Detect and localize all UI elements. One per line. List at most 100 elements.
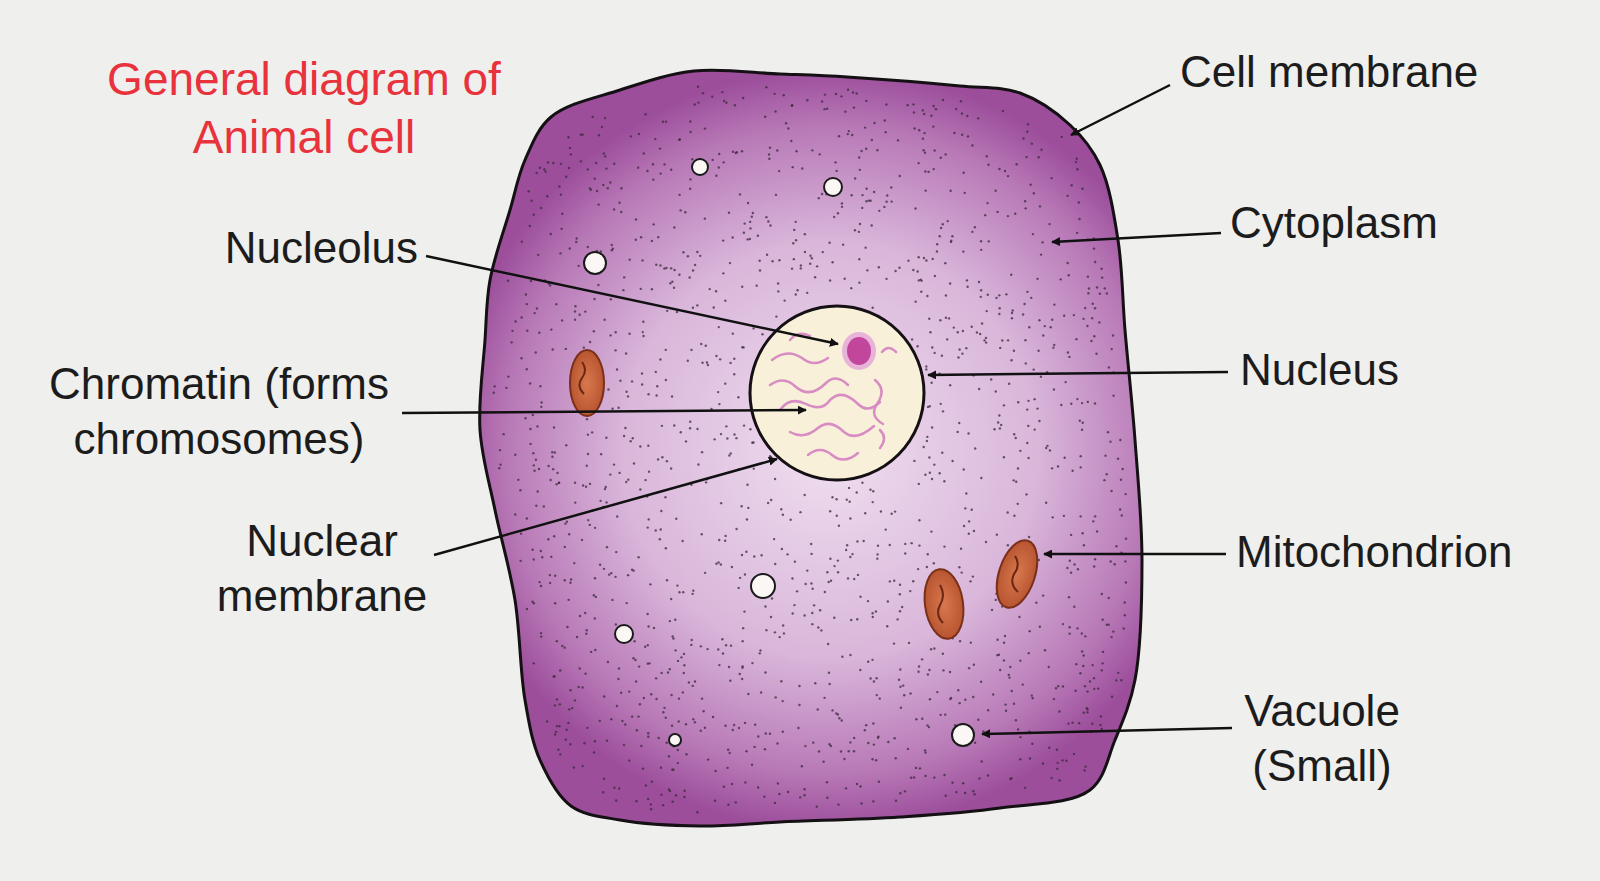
- stipple-dot: [932, 125, 934, 127]
- stipple-dot: [1027, 425, 1029, 427]
- stipple-dot: [765, 732, 767, 734]
- stipple-dot: [1063, 457, 1065, 459]
- stipple-dot: [611, 244, 613, 246]
- stipple-dot: [556, 698, 558, 700]
- stipple-dot: [615, 799, 617, 801]
- stipple-dot: [601, 126, 603, 128]
- stipple-dot: [760, 554, 762, 556]
- stipple-dot: [749, 221, 751, 223]
- stipple-dot: [526, 330, 528, 332]
- stipple-dot: [883, 206, 885, 208]
- stipple-dot: [1004, 703, 1006, 705]
- stipple-dot: [912, 269, 914, 271]
- stipple-dot: [672, 768, 674, 770]
- stipple-dot: [690, 349, 692, 351]
- stipple-dot: [925, 259, 927, 261]
- stipple-dot: [1024, 339, 1026, 341]
- stipple-dot: [793, 604, 795, 606]
- stipple-dot: [628, 759, 630, 761]
- stipple-dot: [605, 486, 607, 488]
- stipple-dot: [683, 790, 685, 792]
- stipple-dot: [924, 152, 926, 154]
- stipple-dot: [803, 794, 805, 796]
- stipple-dot: [549, 574, 551, 576]
- stipple-dot: [981, 760, 983, 762]
- stipple-dot: [885, 103, 887, 105]
- stipple-dot: [791, 267, 793, 269]
- stipple-dot: [872, 722, 874, 724]
- stipple-dot: [724, 299, 726, 301]
- stipple-dot: [955, 108, 957, 110]
- stipple-dot: [845, 549, 847, 551]
- stipple-dot: [728, 454, 730, 456]
- stipple-dot: [835, 170, 837, 172]
- stipple-dot: [928, 456, 930, 458]
- stipple-dot: [933, 463, 935, 465]
- stipple-dot: [955, 791, 957, 793]
- stipple-dot: [1120, 479, 1122, 481]
- stipple-dot: [744, 573, 746, 575]
- stipple-dot: [637, 556, 639, 558]
- stipple-dot: [1028, 326, 1030, 328]
- stipple-dot: [1056, 762, 1058, 764]
- stipple-dot: [1029, 757, 1031, 759]
- stipple-dot: [1052, 346, 1054, 348]
- stipple-dot: [1103, 479, 1105, 481]
- stipple-dot: [655, 529, 657, 531]
- stipple-dot: [1008, 383, 1010, 385]
- stipple-dot: [1017, 467, 1019, 469]
- stipple-dot: [623, 435, 625, 437]
- stipple-dot: [1078, 722, 1080, 724]
- stipple-dot: [1010, 359, 1012, 361]
- stipple-dot: [927, 171, 929, 173]
- stipple-dot: [641, 383, 643, 385]
- part-label: Vacuole (Small): [1202, 683, 1442, 793]
- stipple-dot: [887, 600, 889, 602]
- stipple-dot: [535, 504, 537, 506]
- stipple-dot: [676, 311, 678, 313]
- leader-line: [1044, 553, 1226, 556]
- stipple-dot: [1091, 317, 1093, 319]
- stipple-dot: [846, 544, 848, 546]
- stipple-dot: [536, 172, 538, 174]
- stipple-dot: [610, 298, 612, 300]
- stipple-dot: [858, 281, 860, 283]
- stipple-dot: [647, 444, 649, 446]
- stipple-dot: [657, 458, 659, 460]
- stipple-dot: [592, 116, 594, 118]
- stipple-dot: [560, 163, 562, 165]
- stipple-dot: [1037, 350, 1039, 352]
- stipple-dot: [1106, 473, 1108, 475]
- stipple-dot: [691, 639, 693, 641]
- stipple-dot: [1095, 353, 1097, 355]
- stipple-dot: [944, 795, 946, 797]
- stipple-dot: [1038, 156, 1040, 158]
- stipple-dot: [666, 742, 668, 744]
- stipple-dot: [1107, 431, 1109, 433]
- stipple-dot: [627, 395, 629, 397]
- stipple-dot: [670, 467, 672, 469]
- stipple-dot: [1027, 400, 1029, 402]
- stipple-dot: [919, 767, 921, 769]
- stipple-dot: [651, 781, 653, 783]
- stipple-dot: [707, 758, 709, 760]
- stipple-dot: [613, 787, 615, 789]
- part-label: Cell membrane: [1180, 44, 1478, 99]
- stipple-dot: [918, 519, 920, 521]
- stipple-dot: [536, 425, 538, 427]
- stipple-dot: [640, 288, 642, 290]
- stipple-dot: [939, 319, 941, 321]
- stipple-dot: [563, 646, 565, 648]
- mitochondrion: [920, 567, 967, 642]
- stipple-dot: [1101, 669, 1103, 671]
- stipple-dot: [785, 122, 787, 124]
- stipple-dot: [1027, 457, 1029, 459]
- stipple-dot: [875, 610, 877, 612]
- stipple-dot: [1040, 148, 1042, 150]
- stipple-dot: [940, 227, 942, 229]
- stipple-dot: [1004, 635, 1006, 637]
- stipple-dot: [659, 172, 661, 174]
- stipple-dot: [669, 790, 671, 792]
- stipple-dot: [771, 597, 773, 599]
- stipple-dot: [679, 209, 681, 211]
